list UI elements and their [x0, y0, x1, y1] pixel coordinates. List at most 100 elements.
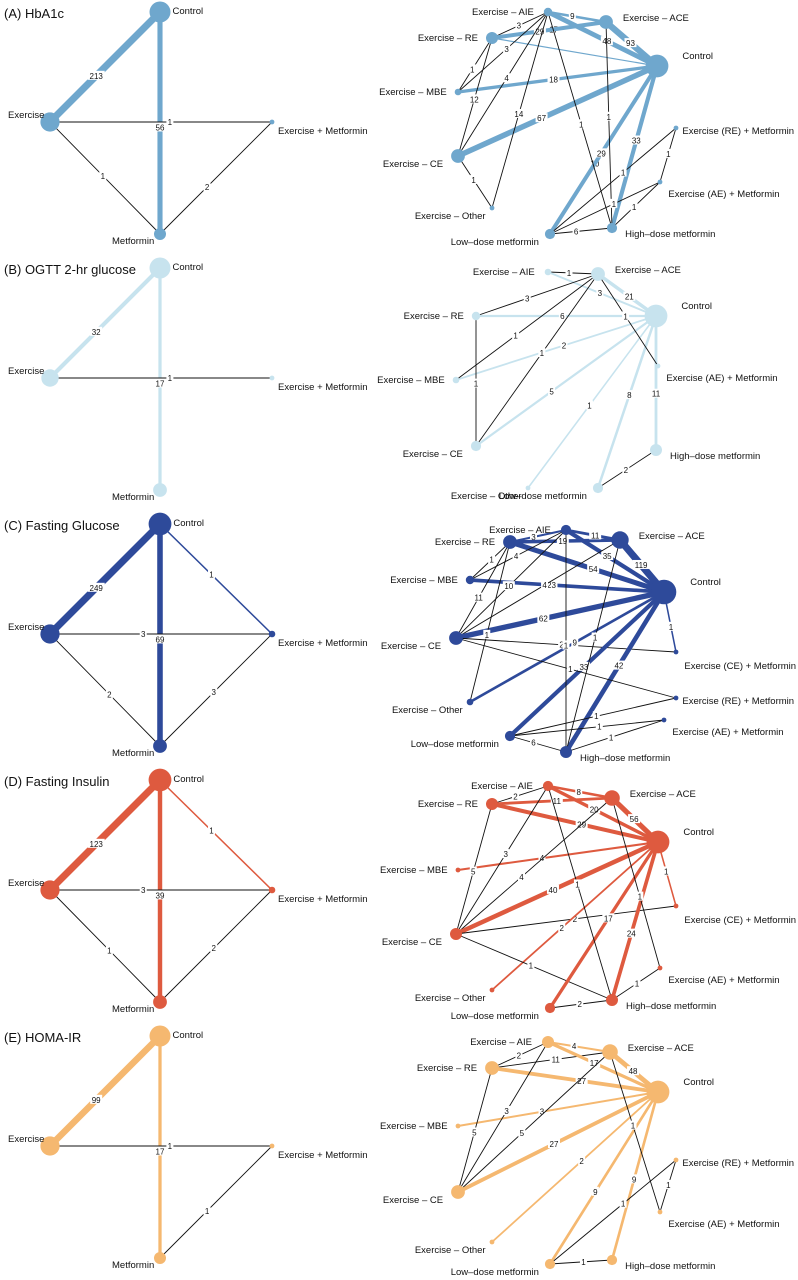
right-B-edge-label-bg [548, 386, 556, 396]
left-C-edge-count: 1 [209, 571, 214, 580]
left-B-node-label-control: Control [173, 262, 204, 273]
left-E-node-label-control: Control [173, 1030, 204, 1041]
right-B-edge-label-bg [523, 293, 531, 303]
right-B-node-aeMet [655, 363, 661, 369]
left-D-edge-count: 1 [107, 946, 112, 955]
left-C-edge-label-bg [87, 582, 105, 592]
right-A-edge-count: 1 [607, 113, 612, 122]
right-A-edge-high-ace [605, 21, 613, 229]
right-D-edge-re-control [490, 802, 660, 844]
right-E-edge-low-control [548, 1090, 660, 1266]
right-D-edge-label-bg [662, 866, 670, 876]
right-B-edge-count: 3 [598, 289, 603, 298]
right-C-edge-label-bg [612, 660, 625, 670]
right-C-node-mbe [465, 575, 475, 585]
right-B-edge-label-bg [650, 388, 662, 398]
right-A-node-control [645, 54, 669, 78]
left-E-edge-count: 17 [156, 1147, 165, 1156]
right-D-edge-count: 29 [577, 821, 586, 830]
panel-E: (E) HOMA-IR991711ControlExerciseExercise… [4, 1025, 794, 1278]
right-C-edge-label-bg [556, 536, 569, 546]
right-B-node-label-re: Exercise – RE [404, 311, 464, 322]
right-B-edge-aie-ace [547, 271, 599, 275]
right-A-edge-low-high [549, 227, 613, 235]
right-C-edge-label-bg [537, 613, 550, 623]
left-D-node-control [148, 768, 172, 792]
right-C-edge-count: 11 [591, 531, 600, 540]
panel-C: (C) Fasting Glucose249691332ControlExerc… [4, 512, 796, 764]
right-A-edge-aeMet-low [549, 181, 661, 235]
right-A-edge-label-bg [619, 167, 627, 177]
right-A-edge-label-bg [568, 11, 576, 21]
right-E-edge-count: 4 [572, 1042, 577, 1051]
left-C-edge-count: 3 [141, 630, 146, 639]
left-A-edge-label-bg [99, 170, 107, 180]
right-C-edge-high-control [563, 589, 667, 755]
left-A-edge-count: 213 [90, 72, 104, 81]
left-D-node-label-exmet: Exercise + Metformin [278, 894, 368, 905]
right-B-node-mbe [452, 376, 460, 384]
right-E-node-label-mbe: Exercise – MBE [380, 1121, 448, 1132]
left-C-node-metformin [153, 739, 167, 753]
left-E-edge-label-bg [203, 1205, 211, 1215]
right-E-edge-label-bg [627, 1066, 640, 1076]
right-D-edge-label-bg [575, 786, 583, 796]
right-A-node-label-mbe: Exercise – MBE [379, 87, 447, 98]
right-D-edge-aie-control [546, 784, 660, 844]
right-A-edge-label-bg [630, 135, 643, 145]
right-E-edge-label-bg [538, 1106, 546, 1116]
right-B-edge-label-bg [512, 330, 520, 340]
right-E-node-high [606, 1254, 618, 1266]
right-A-edge-reMet-low [549, 127, 677, 235]
left-E-edge-count: 1 [205, 1207, 210, 1216]
right-E-edge-label-bg [591, 1186, 599, 1196]
right-C-edge-label-bg [591, 632, 599, 642]
right-D-node-aie [542, 780, 554, 792]
right-D-node-label-high: High–dose metformin [626, 1001, 716, 1012]
right-A-node-label-low: Low–dose metformin [451, 237, 539, 248]
right-A-node-aeMet [657, 179, 663, 185]
left-D-edge-exmet-control [159, 779, 273, 891]
right-A-edges: 93172993481831124671411029336111111 [455, 9, 677, 236]
left-A-node-exmet [269, 119, 275, 125]
right-D-edge-low-control [548, 840, 660, 1010]
right-D-node-label-low: Low–dose metformin [451, 1011, 539, 1022]
right-E-node-reMet [673, 1157, 679, 1163]
right-E-node-label-aeMet: Exercise (AE) + Metformin [668, 1219, 779, 1230]
right-D-edge-label-bg [576, 999, 584, 1009]
right-C-edge-label-bg [512, 551, 520, 560]
right-A-edge-label-bg [535, 113, 548, 123]
right-A-edge-count: 1 [612, 200, 617, 209]
right-B-edge-count: 5 [549, 387, 554, 396]
right-E-edge-label-bg [518, 1128, 526, 1138]
right-A-edge-count: 48 [602, 37, 611, 46]
left-B-edge-count: 1 [168, 374, 173, 383]
left-C-edge-label-bg [154, 634, 166, 644]
right-C-edge-count: 62 [539, 615, 548, 624]
right-E-edge-ce-ace [457, 1051, 611, 1193]
left-E-node-control [149, 1025, 171, 1047]
right-C-edge-ce-ace [455, 539, 621, 639]
right-D-edge-count: 17 [604, 914, 613, 923]
right-E-edge-label-bg [629, 1120, 637, 1130]
right-A-edge-label-bg [503, 73, 511, 83]
right-D-node-label-ceMet: Exercise (CE) + Metformin [684, 915, 796, 926]
right-B-node-ce [470, 440, 482, 452]
right-B-edge-count: 1 [540, 349, 545, 358]
right-C-node-label-other: Exercise – Other [392, 705, 463, 716]
right-D-edge-count: 1 [575, 880, 580, 889]
right-D-edge-label-bg [573, 879, 581, 889]
right-E-edge-label-bg [549, 1054, 562, 1064]
right-A-edge-re-control [491, 37, 658, 67]
panel-D: (D) Fasting Insulin123391321ControlExerc… [4, 768, 796, 1022]
right-A-edge-label-bg [610, 198, 618, 208]
left-C-edge-exercise-control [46, 520, 164, 638]
left-A-edge-label-bg [154, 122, 166, 132]
right-E-node-aeMet [657, 1209, 663, 1215]
right-D-node-control [646, 830, 670, 854]
